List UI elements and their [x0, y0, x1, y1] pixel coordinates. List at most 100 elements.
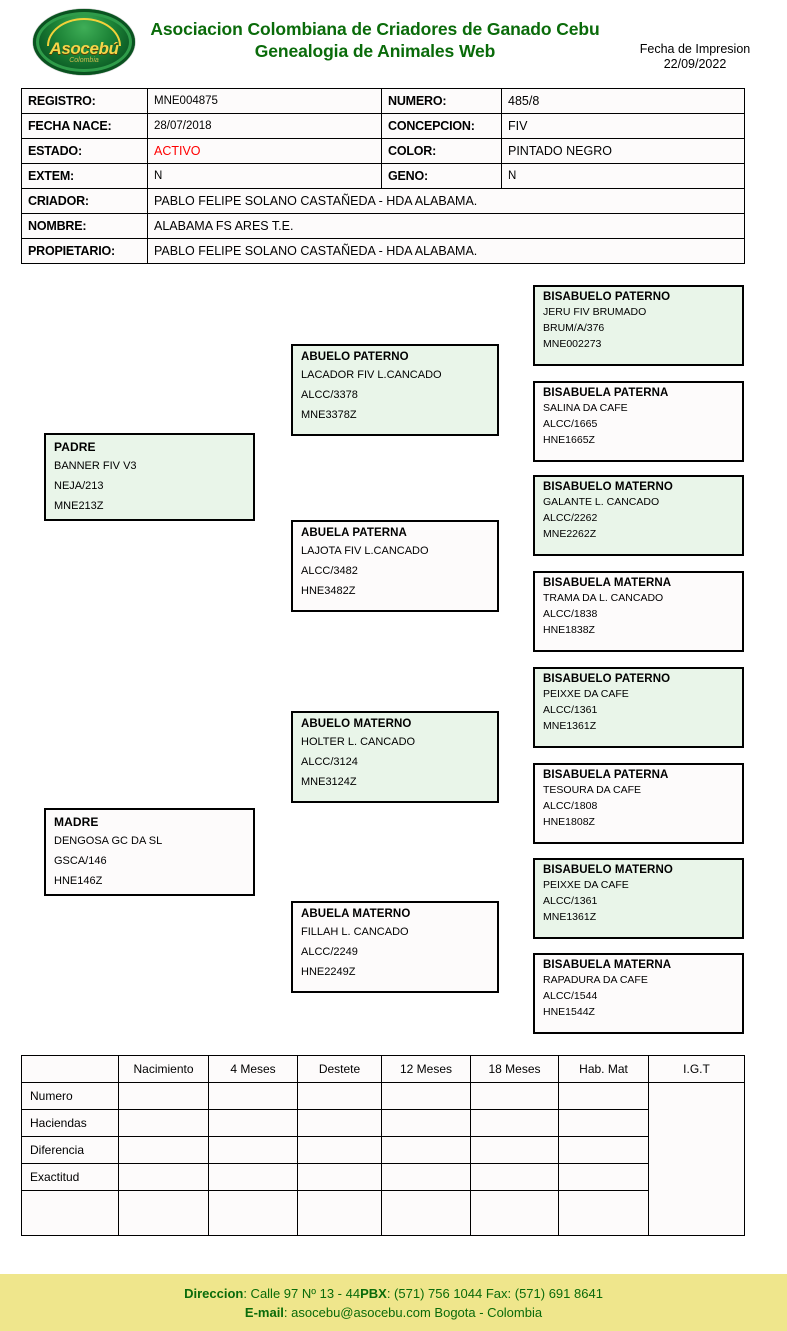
pedigree-code-padre: MNE213Z [54, 500, 104, 512]
print-date-label: Fecha de Impresion [639, 42, 751, 56]
pedigree-name-bis4: TRAMA DA L. CANCADO [543, 592, 664, 604]
pedigree-title-bis3: BISABUELO MATERNO [543, 481, 673, 493]
info-label-concepcion: CONCEPCION: [381, 113, 502, 139]
perf-cell [558, 1109, 649, 1137]
pedigree-reg-abuela-materno: ALCC/2249 [301, 946, 358, 958]
table-row [21, 1190, 745, 1236]
perf-cell [297, 1190, 382, 1236]
pedigree-name-abuelo-materno: HOLTER L. CANCADO [301, 736, 416, 748]
pedigree-title-padre: PADRE [54, 440, 96, 454]
perf-cell [558, 1163, 649, 1191]
perf-row-label-diferencia: Diferencia [21, 1136, 119, 1164]
info-label-nombre: NOMBRE: [21, 213, 148, 239]
pedigree-name-madre: DENGOSA GC DA SL [54, 835, 163, 847]
footer-email-value: : asocebu@asocebu.com Bogota - Colombia [283, 1305, 543, 1320]
pedigree-reg-bis5: ALCC/1361 [543, 704, 598, 716]
pedigree-name-bis6: TESOURA DA CAFE [543, 784, 642, 796]
info-value-numero: 485/8 [501, 88, 745, 114]
info-label-propietario: PROPIETARIO: [21, 238, 148, 264]
asocebu-logo: Asocebú Colombia [33, 9, 135, 75]
pedigree-name-bis3: GALANTE L. CANCADO [543, 496, 660, 508]
pedigree-reg-bis3: ALCC/2262 [543, 512, 598, 524]
perf-cell [381, 1190, 471, 1236]
footer-email-label: E-mail [244, 1305, 284, 1320]
pedigree-box-bisabuela-materna-2: BISABUELA MATERNA RAPADURA DA CAFE ALCC/… [533, 953, 744, 1034]
info-label-criador: CRIADOR: [21, 188, 148, 214]
perf-col-12-meses: 12 Meses [381, 1055, 471, 1083]
info-value-color: PINTADO NEGRO [501, 138, 745, 164]
pedigree-title-bis2: BISABUELA PATERNA [543, 387, 669, 399]
perf-cell [118, 1082, 209, 1110]
pedigree-reg-abuelo-materno: ALCC/3124 [301, 756, 358, 768]
pedigree-reg-bis7: ALCC/1361 [543, 895, 598, 907]
perf-cell-igt [648, 1082, 745, 1236]
footer-pbx-value: : (571) 756 1044 Fax: (571) 691 8641 [386, 1286, 603, 1301]
footer-direccion-label: Direccion [184, 1286, 244, 1301]
perf-cell [208, 1082, 298, 1110]
pedigree-name-bis7: PEIXXE DA CAFE [543, 879, 629, 891]
pedigree-box-bisabuelo-paterno-1: BISABUELO PATERNO JERU FIV BRUMADO BRUM/… [533, 285, 744, 366]
perf-cell [297, 1109, 382, 1137]
perf-col-destete: Destete [297, 1055, 382, 1083]
pedigree-name-padre: BANNER FIV V3 [54, 460, 137, 472]
pedigree-box-abuelo-materno: ABUELO MATERNO HOLTER L. CANCADO ALCC/31… [291, 711, 499, 803]
page-header: Asocebú Colombia Asociacion Colombiana d… [0, 0, 787, 84]
info-value-extem: N [147, 163, 382, 189]
pedigree-code-bis2: HNE1665Z [543, 434, 595, 446]
pedigree-code-bis7: MNE1361Z [543, 911, 597, 923]
perf-cell [558, 1190, 649, 1236]
pedigree-title-bis4: BISABUELA MATERNA [543, 577, 672, 589]
table-row: Haciendas [21, 1109, 745, 1137]
footer-pbx-label: PBX [360, 1286, 387, 1301]
info-value-geno: N [501, 163, 745, 189]
title-line-2: Genealogia de Animales Web [254, 41, 496, 61]
pedigree-box-abuela-paterna: ABUELA PATERNA LAJOTA FIV L.CANCADO ALCC… [291, 520, 499, 612]
perf-cell [470, 1109, 559, 1137]
info-label-fecha-nace: FECHA NACE: [21, 113, 148, 139]
perf-cell [381, 1082, 471, 1110]
pedigree-reg-padre: NEJA/213 [54, 480, 104, 492]
table-header-row: Nacimiento 4 Meses Destete 12 Meses 18 M… [21, 1055, 745, 1083]
info-value-criador: PABLO FELIPE SOLANO CASTAÑEDA - HDA ALAB… [147, 188, 745, 214]
info-value-propietario: PABLO FELIPE SOLANO CASTAÑEDA - HDA ALAB… [147, 238, 745, 264]
pedigree-title-madre: MADRE [54, 815, 99, 829]
pedigree-name-abuelo-paterno: LACADOR FIV L.CANCADO [301, 369, 442, 381]
pedigree-reg-bis2: ALCC/1665 [543, 418, 598, 430]
page-title: Asociacion Colombiana de Criadores de Ga… [140, 18, 610, 62]
animal-info-table: REGISTRO: MNE004875 NUMERO: 485/8 FECHA … [21, 88, 745, 264]
pedigree-chart: PADRE BANNER FIV V3 NEJA/213 MNE213Z MAD… [0, 285, 787, 1045]
perf-cell [118, 1136, 209, 1164]
table-row: Exactitud [21, 1163, 745, 1191]
table-row: EXTEM: N GENO: N [21, 163, 745, 189]
performance-table: Nacimiento 4 Meses Destete 12 Meses 18 M… [21, 1055, 745, 1236]
pedigree-name-abuela-materno: FILLAH L. CANCADO [301, 926, 409, 938]
pedigree-box-bisabuela-materna-1: BISABUELA MATERNA TRAMA DA L. CANCADO AL… [533, 571, 744, 652]
info-value-registro: MNE004875 [147, 88, 382, 114]
pedigree-reg-bis8: ALCC/1544 [543, 990, 598, 1002]
info-label-geno: GENO: [381, 163, 502, 189]
pedigree-title-abuela-materno: ABUELA MATERNO [301, 908, 411, 920]
logo-wordmark: Asocebú [49, 39, 119, 58]
pedigree-box-bisabuela-paterna-2: BISABUELA PATERNA TESOURA DA CAFE ALCC/1… [533, 763, 744, 844]
info-value-concepcion: FIV [501, 113, 745, 139]
table-row: PROPIETARIO: PABLO FELIPE SOLANO CASTAÑE… [21, 238, 745, 264]
pedigree-title-abuelo-materno: ABUELO MATERNO [301, 718, 412, 730]
perf-cell [558, 1136, 649, 1164]
perf-cell [558, 1082, 649, 1110]
pedigree-title-bis5: BISABUELO PATERNO [543, 673, 671, 685]
footer-direccion-value: : Calle 97 Nº 13 - 44 [243, 1286, 361, 1301]
info-label-color: COLOR: [381, 138, 502, 164]
pedigree-reg-abuelo-paterno: ALCC/3378 [301, 389, 358, 401]
perf-cell [297, 1082, 382, 1110]
info-value-estado: ACTIVO [147, 138, 382, 164]
footer-line-email: E-mail: asocebu@asocebu.com Bogota - Col… [0, 1303, 787, 1322]
pedigree-box-madre: MADRE DENGOSA GC DA SL GSCA/146 HNE146Z [44, 808, 255, 896]
perf-cell [118, 1109, 209, 1137]
perf-cell [470, 1082, 559, 1110]
perf-cell [208, 1109, 298, 1137]
info-value-fecha-nace: 28/07/2018 [147, 113, 382, 139]
pedigree-box-bisabuelo-materno-1: BISABUELO MATERNO GALANTE L. CANCADO ALC… [533, 475, 744, 556]
pedigree-reg-bis4: ALCC/1838 [543, 608, 598, 620]
pedigree-code-bis6: HNE1808Z [543, 816, 595, 828]
logo-subtitle: Colombia [69, 57, 99, 64]
